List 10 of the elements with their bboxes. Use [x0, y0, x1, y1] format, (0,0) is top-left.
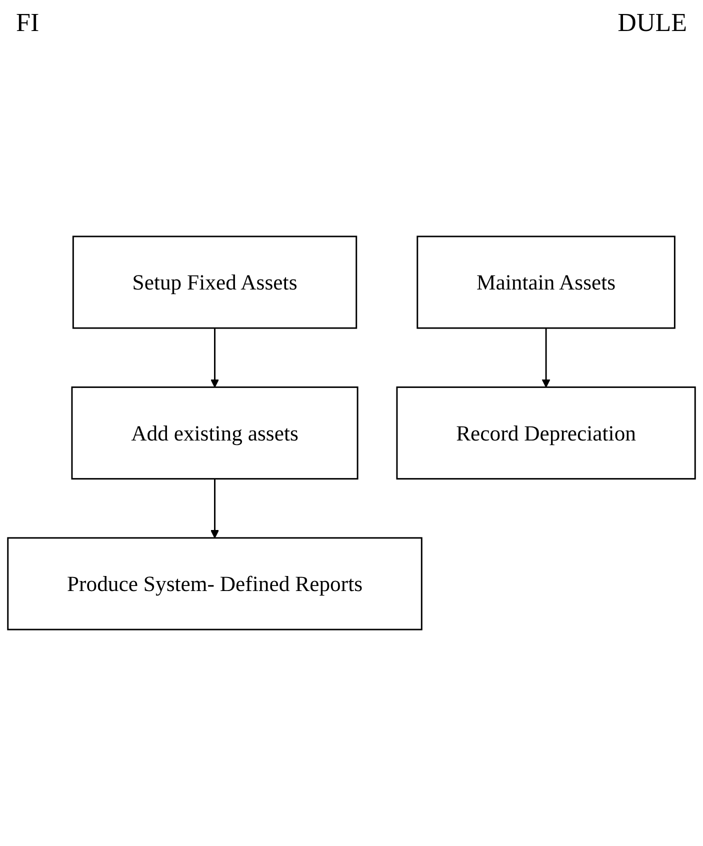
title-fragment: DULE	[618, 8, 687, 38]
arrow	[210, 478, 220, 538]
node-box: Record Depreciation	[396, 386, 696, 480]
node-box: Maintain Assets	[416, 236, 676, 329]
node-box: Setup Fixed Assets	[72, 236, 358, 329]
node-box: Add existing assets	[71, 386, 358, 480]
node-box: Produce System- Defined Reports	[7, 537, 422, 630]
arrow	[210, 328, 220, 388]
title-fragment: FI	[16, 8, 40, 38]
arrow	[542, 328, 550, 388]
